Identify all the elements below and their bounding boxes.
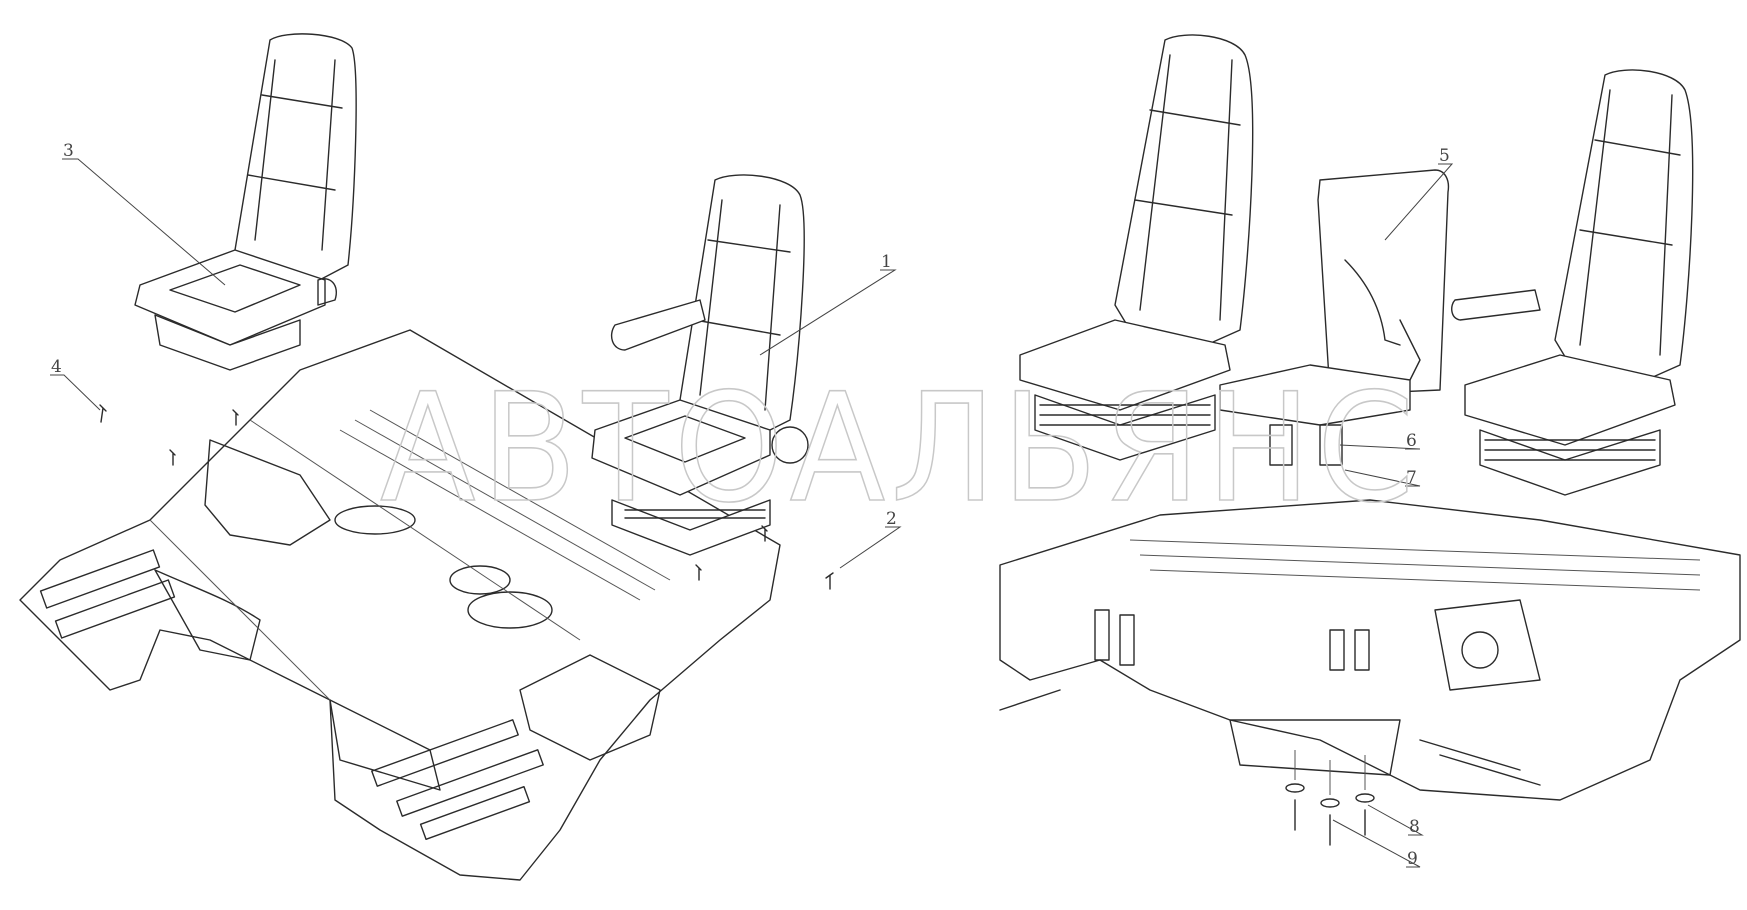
seat-5-middle bbox=[1219, 169, 1450, 466]
right-assembly bbox=[999, 34, 1741, 846]
callout-label-5: 5 bbox=[1439, 146, 1450, 166]
seat-passenger bbox=[1451, 69, 1694, 496]
callout-label-3: 3 bbox=[63, 141, 74, 161]
seat-3 bbox=[134, 33, 357, 371]
callout-label-7: 7 bbox=[1406, 468, 1417, 488]
callout-label-4: 4 bbox=[51, 357, 62, 377]
callout-label-1: 1 bbox=[881, 252, 892, 272]
callout-label-6: 6 bbox=[1406, 431, 1417, 451]
callout-label-9: 9 bbox=[1407, 849, 1418, 869]
callout-label-2: 2 bbox=[886, 509, 897, 529]
seat-5-driver bbox=[1019, 34, 1254, 461]
seat-1 bbox=[591, 174, 809, 556]
bolts bbox=[99, 404, 834, 590]
washers-and-bolts bbox=[1285, 750, 1375, 846]
left-assembly bbox=[19, 33, 834, 881]
callout-labels: 1 2 3 4 5 6 7 8 9 bbox=[51, 141, 1450, 869]
cab-floor-right bbox=[999, 499, 1741, 801]
callout-label-8: 8 bbox=[1409, 817, 1420, 837]
callout-leaders bbox=[50, 158, 1454, 868]
watermark-text: АВТОАЛЬЯНС bbox=[380, 362, 1420, 536]
cab-floor-left bbox=[19, 329, 781, 881]
